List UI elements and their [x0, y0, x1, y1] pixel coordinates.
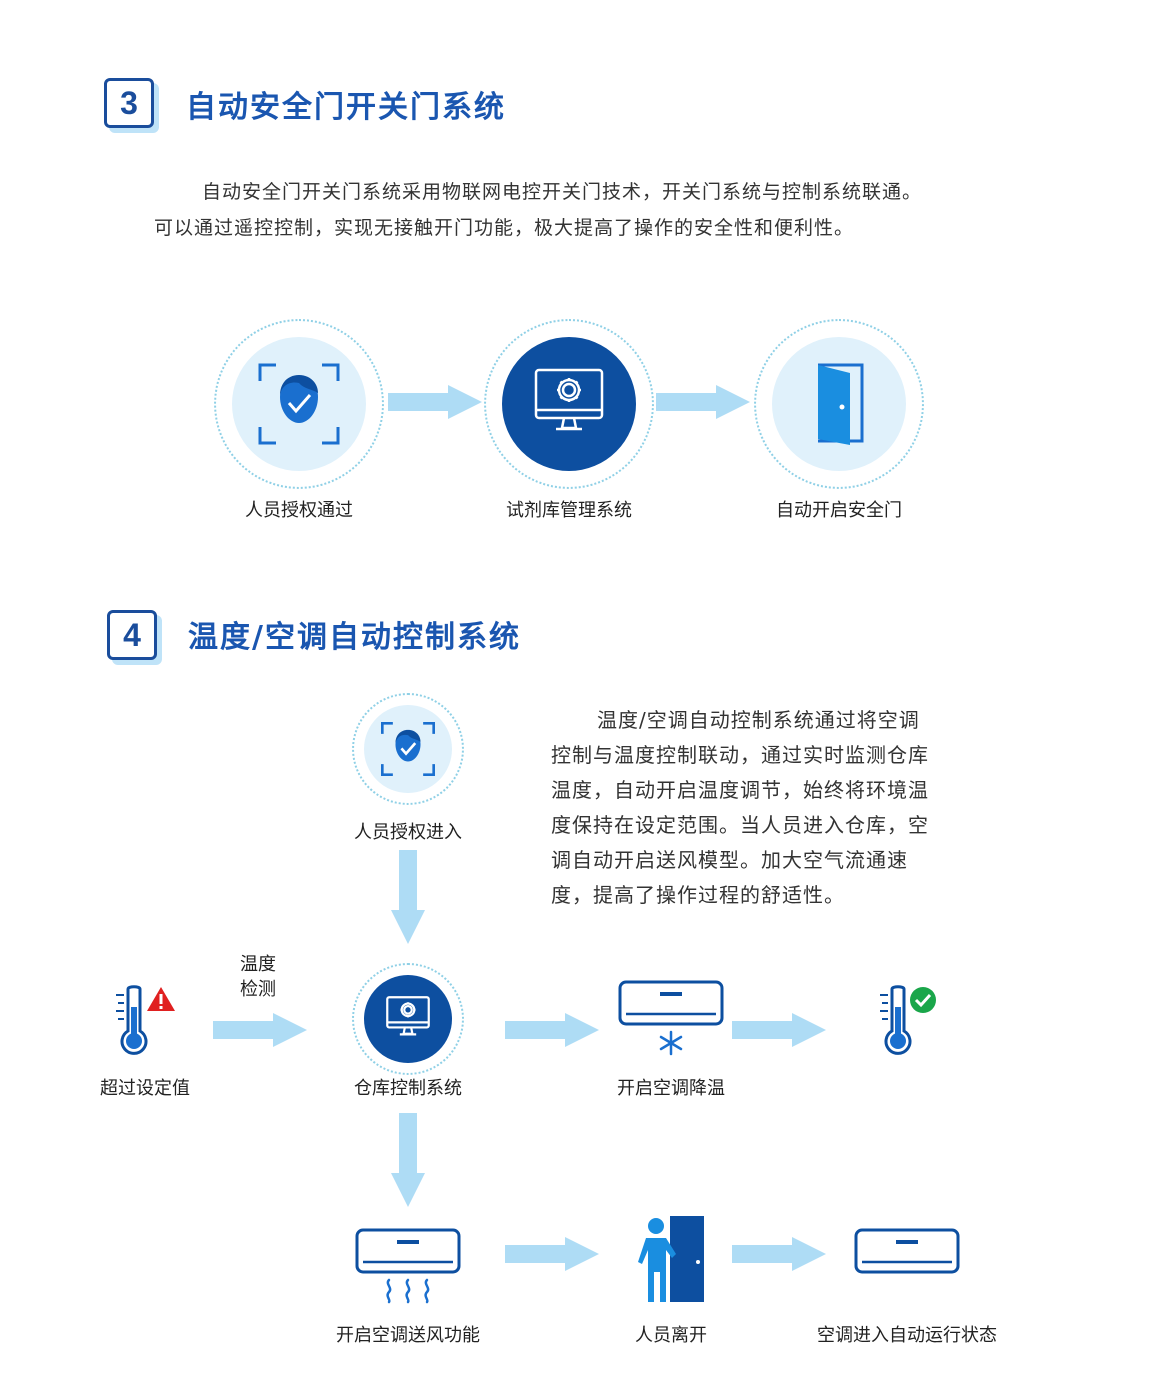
- cooling-label: 开启空调降温: [617, 1078, 725, 1099]
- ac-cooling-icon: [618, 980, 724, 1056]
- monitor-gear-icon: [386, 996, 430, 1036]
- flow-arrow-ok: [732, 1013, 826, 1047]
- section-4-paragraph: 温度/空调自动控制系统通过将空调 控制与温度控制联动，通过实时监测仓库 温度，自…: [551, 703, 971, 913]
- temp-detect-line2: 检测: [240, 979, 276, 1000]
- control-circle: [352, 963, 464, 1075]
- section-4-para-line: 温度/空调自动控制系统通过将空调: [597, 708, 920, 732]
- temp-detect-line1: 温度: [240, 954, 276, 975]
- section-4-number: 4: [107, 610, 157, 660]
- entry-circle: [352, 693, 464, 805]
- face-scan-icon: [258, 363, 340, 445]
- door-circle: [754, 319, 924, 489]
- section-3-para-line1: 自动安全门开关门系统采用物联网电控开关门技术，开关门系统与控制系统联通。: [202, 181, 923, 203]
- entry-label: 人员授权进入: [354, 822, 462, 843]
- ac-auto-icon: [854, 1228, 960, 1274]
- face-scan-circle: [214, 319, 384, 489]
- person-leaving-icon: [638, 1216, 704, 1302]
- flow-arrow-2: [656, 385, 750, 419]
- section-4-title: 温度/空调自动控制系统: [188, 620, 521, 655]
- down-arrow-1: [391, 850, 425, 944]
- section-4-para-line: 调自动开启送风模型。加大空气流通速: [551, 848, 908, 872]
- fan-label: 开启空调送风功能: [336, 1325, 480, 1346]
- flow-arrow-cooling: [505, 1013, 599, 1047]
- section-4-para-line: 度，提高了操作过程的舒适性。: [551, 883, 845, 907]
- control-label: 仓库控制系统: [354, 1078, 462, 1099]
- over-limit-label: 超过设定值: [100, 1078, 190, 1099]
- temp-detect-label: 温度 检测: [240, 952, 276, 1002]
- monitor-circle-fill: [502, 337, 636, 471]
- flow-arrow-auto: [732, 1237, 826, 1271]
- flow-arrow-leave: [505, 1237, 599, 1271]
- monitor-circle: [484, 319, 654, 489]
- control-circle-fill: [364, 975, 452, 1063]
- section-4-para-line: 度保持在设定范围。当人员进入仓库，空: [551, 813, 929, 837]
- thermometer-ok-icon: [880, 985, 936, 1055]
- section-4-para-line: 温度，自动开启温度调节，始终将环境温: [551, 778, 929, 802]
- open-door-icon: [818, 363, 864, 445]
- section-3-title: 自动安全门开关门系统: [186, 90, 506, 125]
- face-scan-icon: [381, 722, 435, 776]
- section-3-para-line2: 可以通过遥控控制，实现无接触开门功能，极大提高了操作的安全性和便利性。: [154, 217, 855, 239]
- section-3-number: 3: [104, 78, 154, 128]
- flow-label-1: 人员授权通过: [245, 500, 353, 521]
- auto-label: 空调进入自动运行状态: [817, 1325, 997, 1346]
- flow-label-2: 试剂库管理系统: [506, 500, 632, 521]
- thermometer-warning-icon: [116, 985, 175, 1055]
- ac-fan-icon: [355, 1228, 461, 1304]
- section-3-paragraph: 自动安全门开关门系统采用物联网电控开关门技术，开关门系统与控制系统联通。 可以通…: [154, 174, 1034, 246]
- down-arrow-2: [391, 1113, 425, 1207]
- leave-label: 人员离开: [635, 1325, 707, 1346]
- flow-label-3: 自动开启安全门: [776, 500, 902, 521]
- monitor-gear-icon: [534, 368, 604, 431]
- section-4-para-line: 控制与温度控制联动，通过实时监测仓库: [551, 743, 929, 767]
- flow-arrow-1: [388, 385, 482, 419]
- flow-arrow-temp: [213, 1013, 307, 1047]
